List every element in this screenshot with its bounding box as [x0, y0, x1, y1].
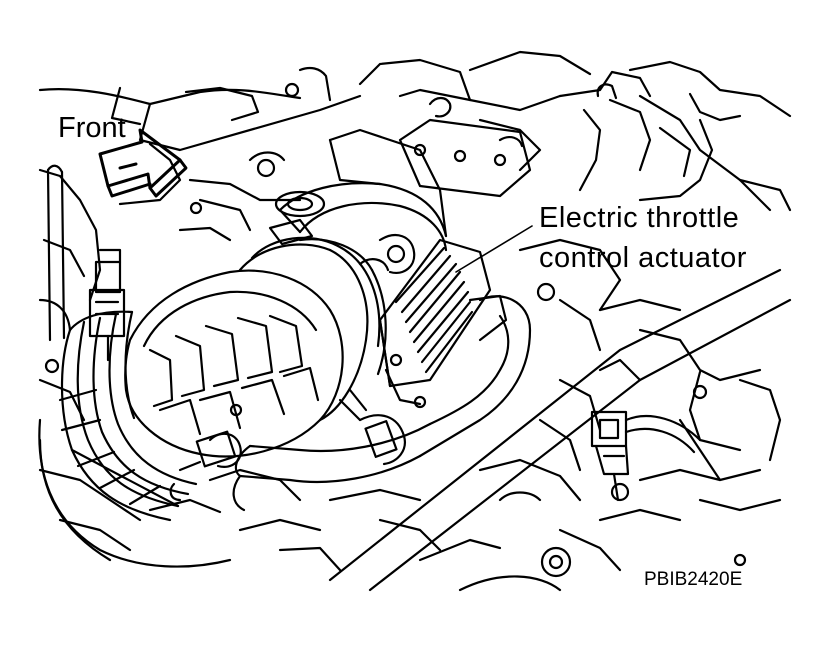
throttle-actuator [380, 240, 506, 404]
side-hose [48, 166, 64, 340]
right-connector-icon [592, 412, 700, 500]
left-connector-icon [90, 250, 124, 360]
actuator-label-line1: Electric throttle [539, 202, 740, 234]
actuator-leader-line [456, 226, 532, 272]
coolant-hoses [171, 296, 530, 510]
front-label: Front [58, 112, 126, 144]
actuator-label-line2: control actuator [539, 242, 747, 274]
front-arrow-icon [100, 130, 186, 196]
engine-background [40, 52, 790, 590]
figure-code: PBIB2420E [644, 569, 743, 590]
throttle-body [270, 130, 446, 273]
air-duct-corrugated [39, 312, 230, 567]
air-intake-boot [125, 238, 385, 457]
